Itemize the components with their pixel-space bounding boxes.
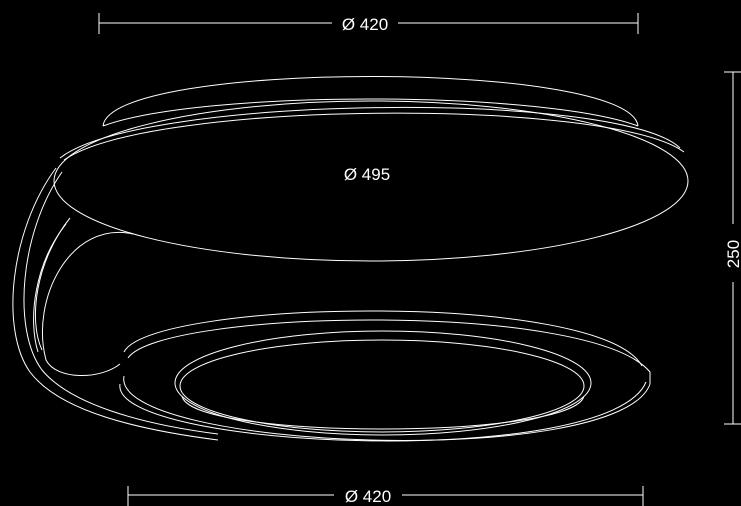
canopy-bottom-arc-2	[59, 106, 681, 159]
ceiling-canopy	[59, 76, 685, 161]
height-dimension: 250	[724, 71, 741, 425]
top-dimension-label: Ø 420	[342, 15, 388, 34]
ring-inner-shadow	[181, 395, 585, 430]
arm-inner-curve-3	[33, 223, 67, 353]
ring-inner-outer-edge	[174, 330, 592, 436]
ring-outer-lower-2	[119, 381, 647, 442]
top-dimension: Ø 420	[98, 13, 639, 34]
arm-outer-curve-2	[23, 171, 219, 435]
ring-outer-upper-2	[127, 319, 651, 384]
side-arm	[12, 167, 219, 441]
arm-inner-curve	[42, 231, 134, 376]
height-dimension-label: 250	[724, 240, 741, 268]
ring-outer-upper	[123, 310, 643, 367]
ring-outer-lower	[123, 375, 651, 441]
canopy-top-arc	[102, 76, 639, 127]
disc-outline	[53, 100, 689, 262]
bottom-dimension-label: Ø 420	[345, 487, 391, 506]
arm-outer-curve	[12, 167, 219, 441]
canopy-bottom-arc-1	[102, 98, 639, 127]
ring-inner-inner-edge	[179, 339, 585, 433]
disc-dimension-label: Ø 495	[344, 165, 390, 184]
bottom-ring	[119, 310, 651, 442]
canopy-bottom-arc-3	[63, 112, 685, 161]
main-disc: Ø 495	[53, 100, 689, 262]
bottom-dimension: Ø 420	[127, 486, 644, 506]
